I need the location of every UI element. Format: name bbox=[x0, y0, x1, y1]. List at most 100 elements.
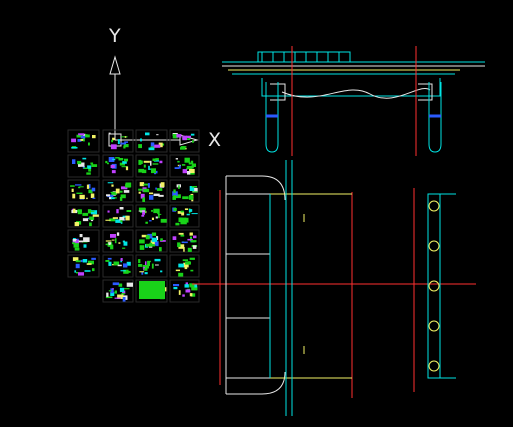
sheet-mark bbox=[150, 244, 156, 247]
sheet-mark bbox=[126, 282, 133, 287]
sheet-mark bbox=[74, 247, 80, 251]
sheet-mark bbox=[110, 191, 113, 193]
sheet-mark bbox=[113, 261, 120, 266]
sheet-mark bbox=[73, 243, 79, 248]
sheet-frame bbox=[135, 254, 168, 278]
sheet-thumbnail[interactable] bbox=[135, 129, 168, 153]
sheet-mark bbox=[119, 207, 124, 210]
sheet-mark bbox=[114, 297, 121, 299]
sheet-thumbnail[interactable] bbox=[67, 179, 100, 203]
sheet-mark bbox=[77, 160, 82, 165]
sheet-thumbnail[interactable] bbox=[169, 154, 200, 178]
sheet-mark bbox=[190, 293, 196, 297]
plan-top-curve bbox=[226, 175, 286, 201]
sheet-mark bbox=[71, 188, 74, 192]
sheet-thumbnail[interactable] bbox=[67, 129, 100, 153]
sheet-mark bbox=[188, 195, 194, 200]
sheet-mark bbox=[91, 164, 98, 167]
sheet-thumbnail[interactable] bbox=[67, 204, 100, 228]
sheet-mark bbox=[111, 184, 114, 187]
sheet-mark bbox=[121, 186, 128, 190]
sheet-mark bbox=[142, 265, 149, 269]
sheet-mark bbox=[158, 194, 164, 197]
sheet-thumbnail[interactable] bbox=[67, 229, 100, 253]
sheet-mark bbox=[82, 218, 89, 222]
sheet-mark bbox=[74, 222, 79, 227]
sheet-mark bbox=[123, 144, 129, 148]
sheet-mark bbox=[112, 282, 120, 286]
sheet-mark bbox=[185, 135, 191, 138]
sheet-mark bbox=[187, 238, 193, 241]
sheet-mark bbox=[138, 188, 143, 191]
sheet-mark bbox=[152, 145, 157, 147]
sheet-mark bbox=[76, 192, 83, 194]
sheet-frame bbox=[169, 279, 200, 303]
sheet-mark bbox=[120, 142, 127, 145]
sheet-mark bbox=[187, 171, 191, 175]
sheet-thumbnail[interactable] bbox=[102, 154, 134, 178]
sheet-mark bbox=[90, 193, 95, 198]
sheet-frame bbox=[102, 279, 134, 303]
sheet-mark bbox=[180, 146, 186, 148]
sheet-mark bbox=[138, 210, 145, 212]
sheet-mark bbox=[155, 216, 158, 219]
sheet-frame bbox=[169, 254, 200, 278]
sheet-mark bbox=[118, 158, 124, 161]
sheet-mark bbox=[138, 160, 143, 164]
sheet-thumbnail[interactable] bbox=[102, 129, 134, 153]
sheet-thumbnail[interactable] bbox=[135, 204, 168, 228]
sheet-thumbnail[interactable] bbox=[169, 179, 200, 203]
sheet-mark bbox=[118, 242, 121, 244]
sheet-thumbnail[interactable] bbox=[169, 129, 200, 153]
sheet-thumbnail[interactable] bbox=[169, 254, 200, 278]
bridge-elevation-view[interactable] bbox=[222, 46, 485, 156]
sheet-mark bbox=[70, 185, 75, 187]
sheet-thumbnail[interactable] bbox=[102, 254, 134, 278]
sheet-thumbnail[interactable] bbox=[102, 279, 134, 303]
ucs-y-label: Y bbox=[109, 25, 121, 47]
sheet-mark bbox=[175, 194, 181, 199]
sheet-mark bbox=[80, 139, 84, 141]
bridge-plan-view[interactable] bbox=[192, 160, 476, 416]
sheet-thumbnail[interactable] bbox=[67, 154, 100, 178]
sheet-thumbnail[interactable] bbox=[102, 229, 134, 253]
sheet-thumbnail[interactable] bbox=[169, 279, 200, 303]
sheet-mark bbox=[147, 183, 150, 188]
sheet-mark bbox=[119, 216, 125, 221]
sheet-thumbnail[interactable] bbox=[135, 179, 168, 203]
sheet-mark bbox=[88, 142, 90, 146]
sheet-mark bbox=[108, 242, 112, 245]
sheet-mark bbox=[149, 192, 154, 195]
sheet-mark bbox=[178, 244, 185, 249]
sheet-mark bbox=[178, 217, 183, 222]
sheet-mark bbox=[72, 239, 77, 242]
sheet-mark bbox=[147, 233, 153, 239]
sheet-mark bbox=[114, 238, 117, 244]
sheet-frame bbox=[135, 229, 168, 253]
sheet-thumbnail[interactable] bbox=[135, 154, 168, 178]
sheet-mark bbox=[79, 186, 84, 188]
sheet-mark bbox=[189, 169, 195, 173]
sheet-thumbnail[interactable] bbox=[135, 229, 168, 253]
sheet-mark bbox=[125, 166, 129, 171]
sheet-thumbnail[interactable] bbox=[169, 229, 200, 253]
sheet-mark bbox=[85, 134, 90, 138]
sheet-mark bbox=[149, 195, 154, 200]
sheet-mark bbox=[112, 217, 118, 219]
sheet-mark bbox=[182, 169, 187, 174]
sheet-thumbnail[interactable] bbox=[67, 254, 100, 278]
sheet-thumbnail[interactable] bbox=[135, 254, 168, 278]
drawing-sheet-cluster[interactable] bbox=[67, 129, 200, 303]
sheet-mark bbox=[118, 283, 123, 287]
sheet-frame bbox=[135, 179, 168, 203]
sheet-mark bbox=[107, 162, 109, 165]
sheet-mark bbox=[123, 263, 128, 268]
sheet-thumbnail[interactable] bbox=[169, 204, 200, 228]
sheet-thumbnail[interactable] bbox=[102, 179, 134, 203]
sheet-mark bbox=[189, 283, 195, 288]
sheet-mark bbox=[117, 264, 122, 267]
sheet-thumbnail[interactable] bbox=[102, 204, 134, 228]
sheet-mark bbox=[180, 147, 186, 150]
railing-posts bbox=[261, 52, 351, 62]
